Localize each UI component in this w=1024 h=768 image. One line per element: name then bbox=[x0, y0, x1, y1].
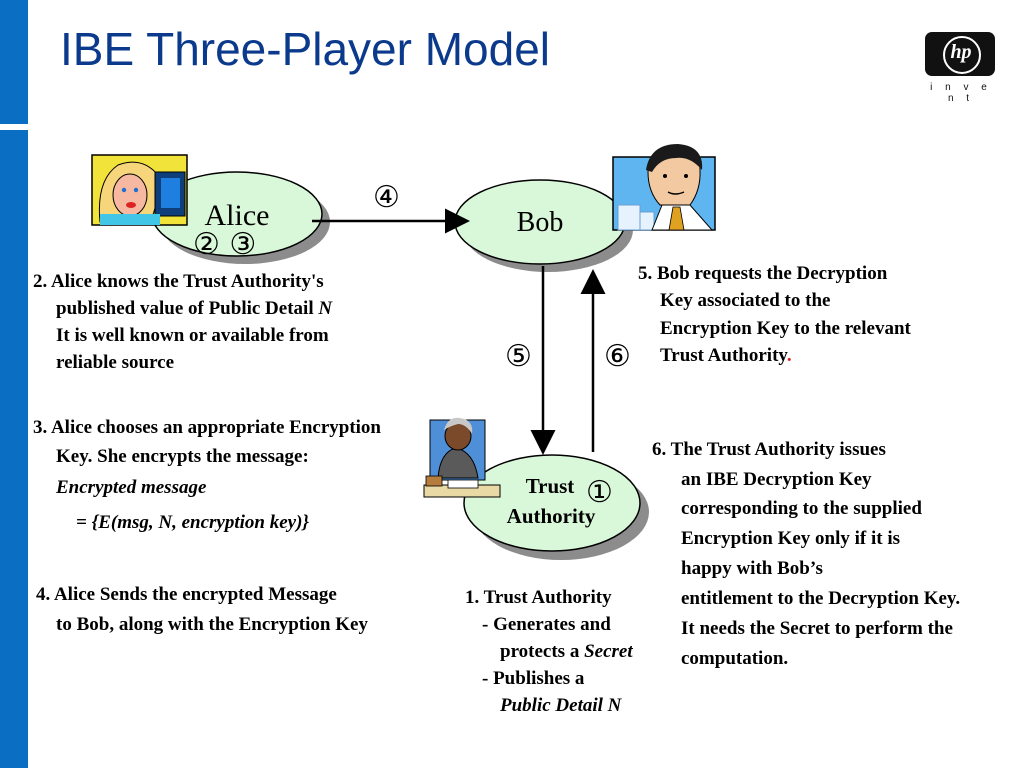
note-authority-issues-line8: computation. bbox=[681, 648, 789, 669]
note-authority-generates-line3-text: protects a bbox=[500, 641, 585, 662]
note-alice-chooses-line3: Encrypted message bbox=[56, 477, 207, 498]
step-4-label: ④ bbox=[373, 180, 400, 215]
authority-node bbox=[463, 454, 649, 560]
hp-logo: hp i n v e n t bbox=[925, 32, 997, 104]
alice-step-numbers: ② ③ bbox=[193, 227, 257, 262]
note-alice-knows-line2-text: published value of Public Detail bbox=[56, 298, 319, 319]
note-alice-chooses-line2: Key. She encrypts the message: bbox=[56, 446, 309, 467]
note-authority-issues-line6: entitlement to the Decryption Key. bbox=[681, 588, 961, 609]
alice-node-label: Alice bbox=[204, 199, 270, 232]
authority-portrait-icon bbox=[423, 417, 501, 498]
note-authority-issues-line7: It needs the Secret to perform the bbox=[681, 618, 953, 639]
bob-node bbox=[454, 179, 633, 272]
note-alice-knows-line4: reliable source bbox=[56, 352, 175, 373]
note-bob-requests-line1: 5. Bob requests the Decryption bbox=[638, 263, 888, 284]
authority-label-line2: Authority bbox=[506, 504, 596, 528]
note-bob-requests-line2: Key associated to the bbox=[660, 290, 831, 311]
hp-tagline: i n v e n t bbox=[930, 82, 992, 104]
note-authority-issues-line2: an IBE Decryption Key bbox=[681, 469, 872, 490]
note-authority-generates-line3: protects a Secret bbox=[500, 638, 633, 665]
note-alice-knows-line1: 2. Alice knows the Trust Authority's bbox=[33, 271, 324, 292]
note-bob-requests-line3: Encryption Key to the relevant bbox=[660, 318, 911, 339]
note-alice-sends-line2: to Bob, along with the Encryption Key bbox=[56, 614, 368, 635]
note-bob-requests-line4-dot: . bbox=[786, 345, 792, 366]
hp-brand-text: hp bbox=[950, 41, 972, 63]
hp-circle-icon bbox=[943, 36, 981, 74]
note-authority-generates-line3-italic: Secret bbox=[584, 641, 633, 662]
note-authority-generates-line1: 1. Trust Authority bbox=[465, 587, 612, 608]
note-alice-knows-line2: published value of Public Detail N bbox=[56, 295, 332, 322]
note-authority-issues-line4: Encryption Key only if it is bbox=[681, 528, 901, 549]
step-5-label: ⑤ bbox=[505, 339, 532, 374]
note-authority-issues-line5: happy with Bob’s bbox=[681, 558, 823, 579]
note-alice-chooses-line1: 3. Alice chooses an appropriate Encrypti… bbox=[33, 417, 381, 438]
note-authority-generates-line2: - Generates and bbox=[482, 614, 611, 635]
authority-node-shape bbox=[463, 454, 641, 552]
accent-bar-notch bbox=[0, 124, 28, 130]
note-authority-generates-line5: Public Detail N bbox=[500, 695, 622, 716]
hp-badge: hp bbox=[925, 32, 995, 76]
authority-label-line1: Trust bbox=[525, 474, 575, 498]
authority-step-number: ① bbox=[586, 475, 613, 510]
bob-portrait-icon bbox=[612, 144, 716, 231]
note-authority-issues-line1: 6. The Trust Authority issues bbox=[652, 439, 886, 460]
alice-node bbox=[151, 171, 330, 264]
left-accent-bar bbox=[0, 0, 28, 768]
note-bob-requests-line4-text: Trust Authority bbox=[660, 345, 787, 366]
step-6-label: ⑥ bbox=[604, 339, 631, 374]
note-alice-chooses-line4: = {E(msg, N, encryption key)} bbox=[76, 512, 310, 533]
note-bob-requests-line4: Trust Authority. bbox=[660, 342, 792, 369]
alice-portrait-icon bbox=[91, 154, 188, 226]
bob-node-label: Bob bbox=[516, 207, 564, 238]
note-authority-generates-line4: - Publishes a bbox=[482, 668, 585, 689]
note-alice-knows-line3: It is well known or available from bbox=[56, 325, 329, 346]
note-alice-knows-line2-italic: N bbox=[318, 298, 333, 319]
slide-title: IBE Three-Player Model bbox=[60, 23, 551, 75]
note-alice-sends-line1: 4. Alice Sends the encrypted Message bbox=[36, 584, 337, 605]
note-authority-issues-line3: corresponding to the supplied bbox=[681, 498, 922, 519]
